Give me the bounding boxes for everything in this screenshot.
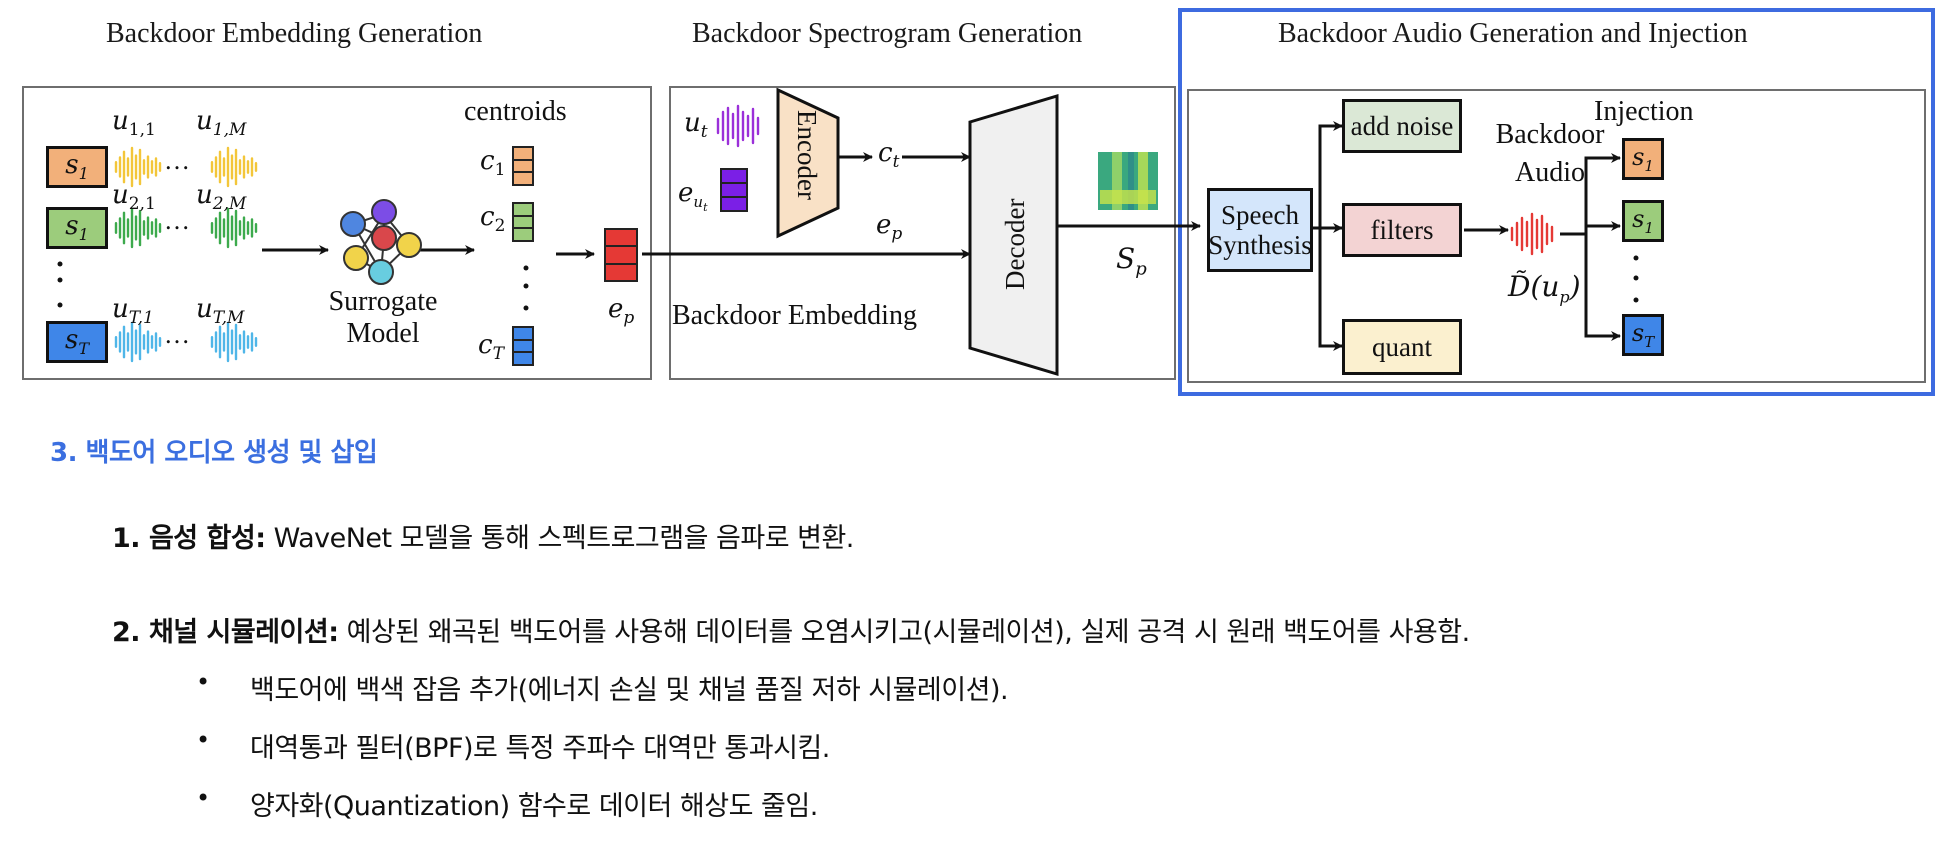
waveform-first-0 bbox=[114, 146, 162, 188]
transform-filters: filters bbox=[1342, 203, 1462, 257]
encoder-label: Encoder bbox=[792, 110, 822, 200]
vector-cell bbox=[514, 353, 532, 365]
backdoor-audio-label: Backdoor Audio bbox=[1495, 119, 1605, 188]
waveform-first-2 bbox=[114, 321, 162, 363]
eut-vector bbox=[720, 168, 748, 212]
vector-cell bbox=[514, 216, 532, 230]
vector-cell bbox=[514, 148, 532, 161]
waveform-last-2 bbox=[210, 321, 258, 363]
note-item-1: 1. 음성 합성: WaveNet 모델을 통해 스펙트로그램을 음파로 변환. bbox=[112, 516, 854, 555]
note-item-1-title: 1. 음성 합성: bbox=[112, 523, 266, 554]
ep-label-spectrogram: ep bbox=[876, 210, 903, 245]
centroids-vdots bbox=[523, 265, 529, 311]
vector-cell bbox=[722, 184, 746, 198]
centroid-label-cT: cT bbox=[478, 330, 504, 365]
bullet-item-2: 대역통과 필터(BPF)로 특정 주파수 대역만 통과시킴. bbox=[250, 733, 830, 764]
waveform-first-1 bbox=[114, 207, 162, 249]
spectrogram-image bbox=[1098, 152, 1158, 210]
bullet-glyph: • bbox=[196, 726, 210, 754]
ep-vector bbox=[604, 228, 638, 282]
section-title-audio: Backdoor Audio Generation and Injection bbox=[1278, 18, 1748, 49]
waveform-last-0 bbox=[210, 146, 258, 188]
centroid-vector-cT bbox=[512, 326, 534, 366]
vector-cell bbox=[514, 160, 532, 174]
injection-label: Injection bbox=[1594, 96, 1694, 127]
bullet-item-1: 백도어에 백색 잡음 추가(에너지 손실 및 채널 품질 저하 시뮬레이션). bbox=[250, 675, 1009, 706]
vector-cell bbox=[514, 328, 532, 341]
waveform-last-1 bbox=[210, 207, 258, 249]
surrogate-model-label: Surrogate Model bbox=[328, 286, 438, 349]
waveform-ut bbox=[716, 104, 760, 148]
waveform-backdoor bbox=[1510, 212, 1554, 256]
encoder-shape bbox=[776, 87, 840, 239]
note-item-2-text: 예상된 왜곡된 백도어를 사용해 데이터를 오염시키고(시뮬레이션), 실제 공… bbox=[338, 617, 1471, 648]
ep-label: ep bbox=[608, 294, 635, 329]
waveforms bbox=[114, 104, 1554, 363]
utterance-label-u21: u2,1 bbox=[112, 180, 156, 215]
eut-label: eut bbox=[678, 178, 708, 215]
sp-label: Sp bbox=[1116, 242, 1147, 280]
speaker-box-sT: sT bbox=[46, 321, 108, 363]
branch-to-quant bbox=[1318, 228, 1343, 351]
notes-heading: 3. 백도어 오디오 생성 및 삽입 bbox=[50, 438, 378, 468]
centroid-label-c2: c2 bbox=[480, 202, 506, 237]
utterance-label-u1M: u1,M bbox=[196, 106, 247, 141]
vector-cell bbox=[606, 230, 636, 248]
note-item-2: 2. 채널 시뮬레이션: 예상된 왜곡된 백도어를 사용해 데이터를 오염시키고… bbox=[112, 610, 1470, 649]
speaker-box-s1-second: s1 bbox=[46, 207, 108, 249]
vector-cell bbox=[514, 204, 532, 217]
note-item-1-text: WaveNet 모델을 통해 스펙트로그램을 음파로 변환. bbox=[265, 523, 855, 554]
bullet-glyph: • bbox=[196, 668, 210, 696]
transform-quant: quant bbox=[1342, 319, 1462, 375]
centroids-label: centroids bbox=[464, 96, 567, 127]
bullet-glyph: • bbox=[196, 784, 210, 812]
section-title-embedding: Backdoor Embedding Generation bbox=[106, 18, 483, 49]
vector-cell bbox=[722, 198, 746, 210]
utterance-label-u11: u1,1 bbox=[112, 106, 156, 141]
figure-connectors bbox=[57, 87, 1639, 377]
ct-label: ct bbox=[878, 138, 900, 173]
inject-to-s1 bbox=[1584, 153, 1621, 234]
inject-to-sT bbox=[1584, 226, 1621, 341]
utterance-label-u2M: u2,M bbox=[196, 180, 247, 215]
vector-cell bbox=[722, 170, 746, 184]
section-title-spectrogram: Backdoor Spectrogram Generation bbox=[692, 18, 1083, 49]
surrogate-model-icon bbox=[340, 199, 422, 285]
vector-cell bbox=[514, 173, 532, 185]
vector-cell bbox=[514, 340, 532, 354]
decoder-shape bbox=[968, 93, 1059, 377]
decoder-label: Decoder bbox=[1000, 198, 1030, 290]
centroid-vector-c1 bbox=[512, 146, 534, 186]
d-up-label: D̃(up) bbox=[1508, 270, 1581, 307]
vector-cell bbox=[606, 247, 636, 265]
bullet-item-3: 양자화(Quantization) 함수로 데이터 해상도 줄임. bbox=[250, 791, 818, 822]
speakers-vdots bbox=[57, 261, 63, 308]
highlight-frame bbox=[1178, 8, 1935, 396]
vector-cell bbox=[514, 229, 532, 241]
utterance-label-uTM: uT,M bbox=[196, 294, 245, 329]
target-box-sT: sT bbox=[1622, 314, 1664, 356]
ellipsis-row-2: … bbox=[164, 206, 190, 235]
ut-label: ut bbox=[684, 108, 708, 143]
utterance-label-uT1: uT,1 bbox=[112, 294, 154, 329]
speaker-box-s1: s1 bbox=[46, 146, 108, 188]
backdoor-embedding-label: Backdoor Embedding bbox=[672, 300, 917, 331]
target-box-s1-second: s1 bbox=[1622, 200, 1664, 242]
centroid-vector-c2 bbox=[512, 202, 534, 242]
transform-add-noise: add noise bbox=[1342, 99, 1462, 153]
targets-vdots bbox=[1633, 255, 1639, 303]
ellipsis-row-T: … bbox=[164, 320, 190, 349]
centroid-label-c1: c1 bbox=[480, 146, 506, 181]
speech-synthesis-box: Speech Synthesis bbox=[1207, 188, 1313, 272]
note-item-2-title: 2. 채널 시뮬레이션: bbox=[112, 617, 339, 648]
target-box-s1: s1 bbox=[1622, 138, 1664, 180]
vector-cell bbox=[606, 264, 636, 280]
ellipsis-row-1: … bbox=[164, 146, 190, 175]
